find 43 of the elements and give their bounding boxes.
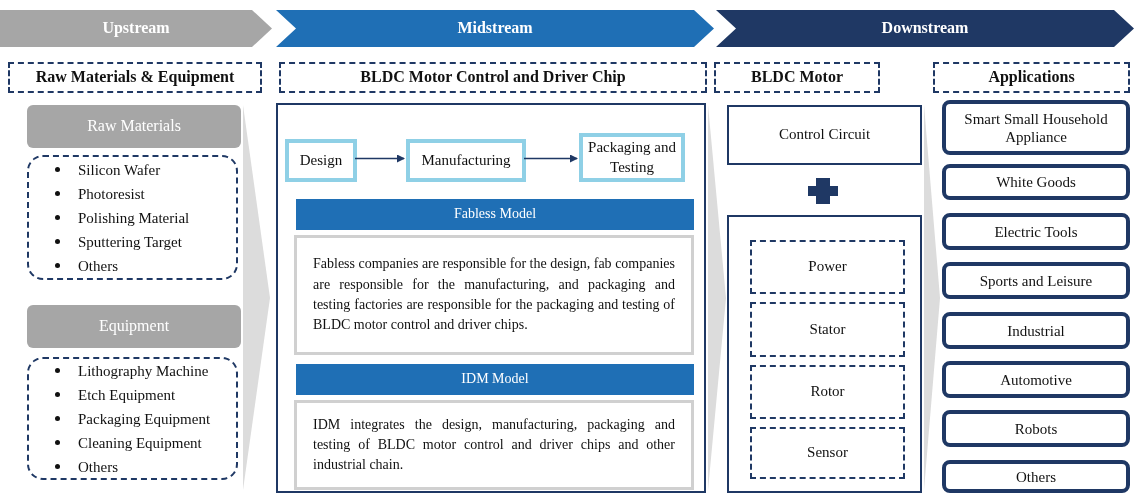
list-item-text: Photoresist <box>78 184 145 204</box>
list-item-text: Lithography Machine <box>78 361 209 381</box>
component-box: Power <box>750 240 905 294</box>
list-item-text: Packaging Equipment <box>78 409 211 429</box>
process-box: Manufacturing <box>406 139 526 182</box>
description-box: Fabless companies are responsible for the design, fab companies are responsible for the manufacturing, and packaging and testing factories are responsible for the packaging and testing of BLDC motor control and driver chips. <box>294 235 694 355</box>
list-item-text: Silicon Wafer <box>78 160 161 180</box>
section-heading: Applications <box>933 62 1130 93</box>
stage-header-banner: Midstream <box>276 10 714 47</box>
group-panel <box>276 103 706 493</box>
section-heading: BLDC Motor <box>714 62 880 93</box>
process-box: Design <box>285 139 357 182</box>
list-item-text: Others <box>78 457 118 477</box>
application-box: Sports and Leisure <box>942 262 1130 299</box>
model-heading-bar: Fabless Model <box>296 199 694 230</box>
component-box: Control Circuit <box>727 105 922 165</box>
list-item-text: Polishing Material <box>78 208 190 228</box>
component-box: Rotor <box>750 365 905 419</box>
category-box: Raw Materials <box>27 105 241 148</box>
component-box: Sensor <box>750 427 905 479</box>
stage-header-banner: Upstream <box>0 10 272 47</box>
section-heading: BLDC Motor Control and Driver Chip <box>279 62 707 93</box>
application-box: Electric Tools <box>942 213 1130 250</box>
application-box: Others <box>942 460 1130 493</box>
group-panel <box>727 215 922 493</box>
model-heading-bar: IDM Model <box>296 364 694 395</box>
arrow <box>523 154 578 163</box>
application-box: Industrial <box>942 312 1130 349</box>
list-item-text: Others <box>78 256 118 276</box>
application-box: Automotive <box>942 361 1130 398</box>
application-box: Robots <box>942 410 1130 447</box>
category-box: Equipment <box>27 305 241 348</box>
arrow <box>354 154 405 163</box>
list-item-text: Sputtering Target <box>78 232 182 252</box>
process-box: Packaging and Testing <box>579 133 685 182</box>
application-box: Smart Small Household Appliance <box>942 100 1130 155</box>
section-heading: Raw Materials & Equipment <box>8 62 262 93</box>
application-box: White Goods <box>942 164 1130 200</box>
description-box: IDM integrates the design, manufacturing, packaging and testing of BLDC motor control and driver chips and other industrial chain. <box>294 400 694 490</box>
list-item-text: Cleaning Equipment <box>78 433 202 453</box>
stage-header-banner: Downstream <box>716 10 1134 47</box>
component-box: Stator <box>750 302 905 357</box>
list-item-text: Etch Equipment <box>78 385 176 405</box>
